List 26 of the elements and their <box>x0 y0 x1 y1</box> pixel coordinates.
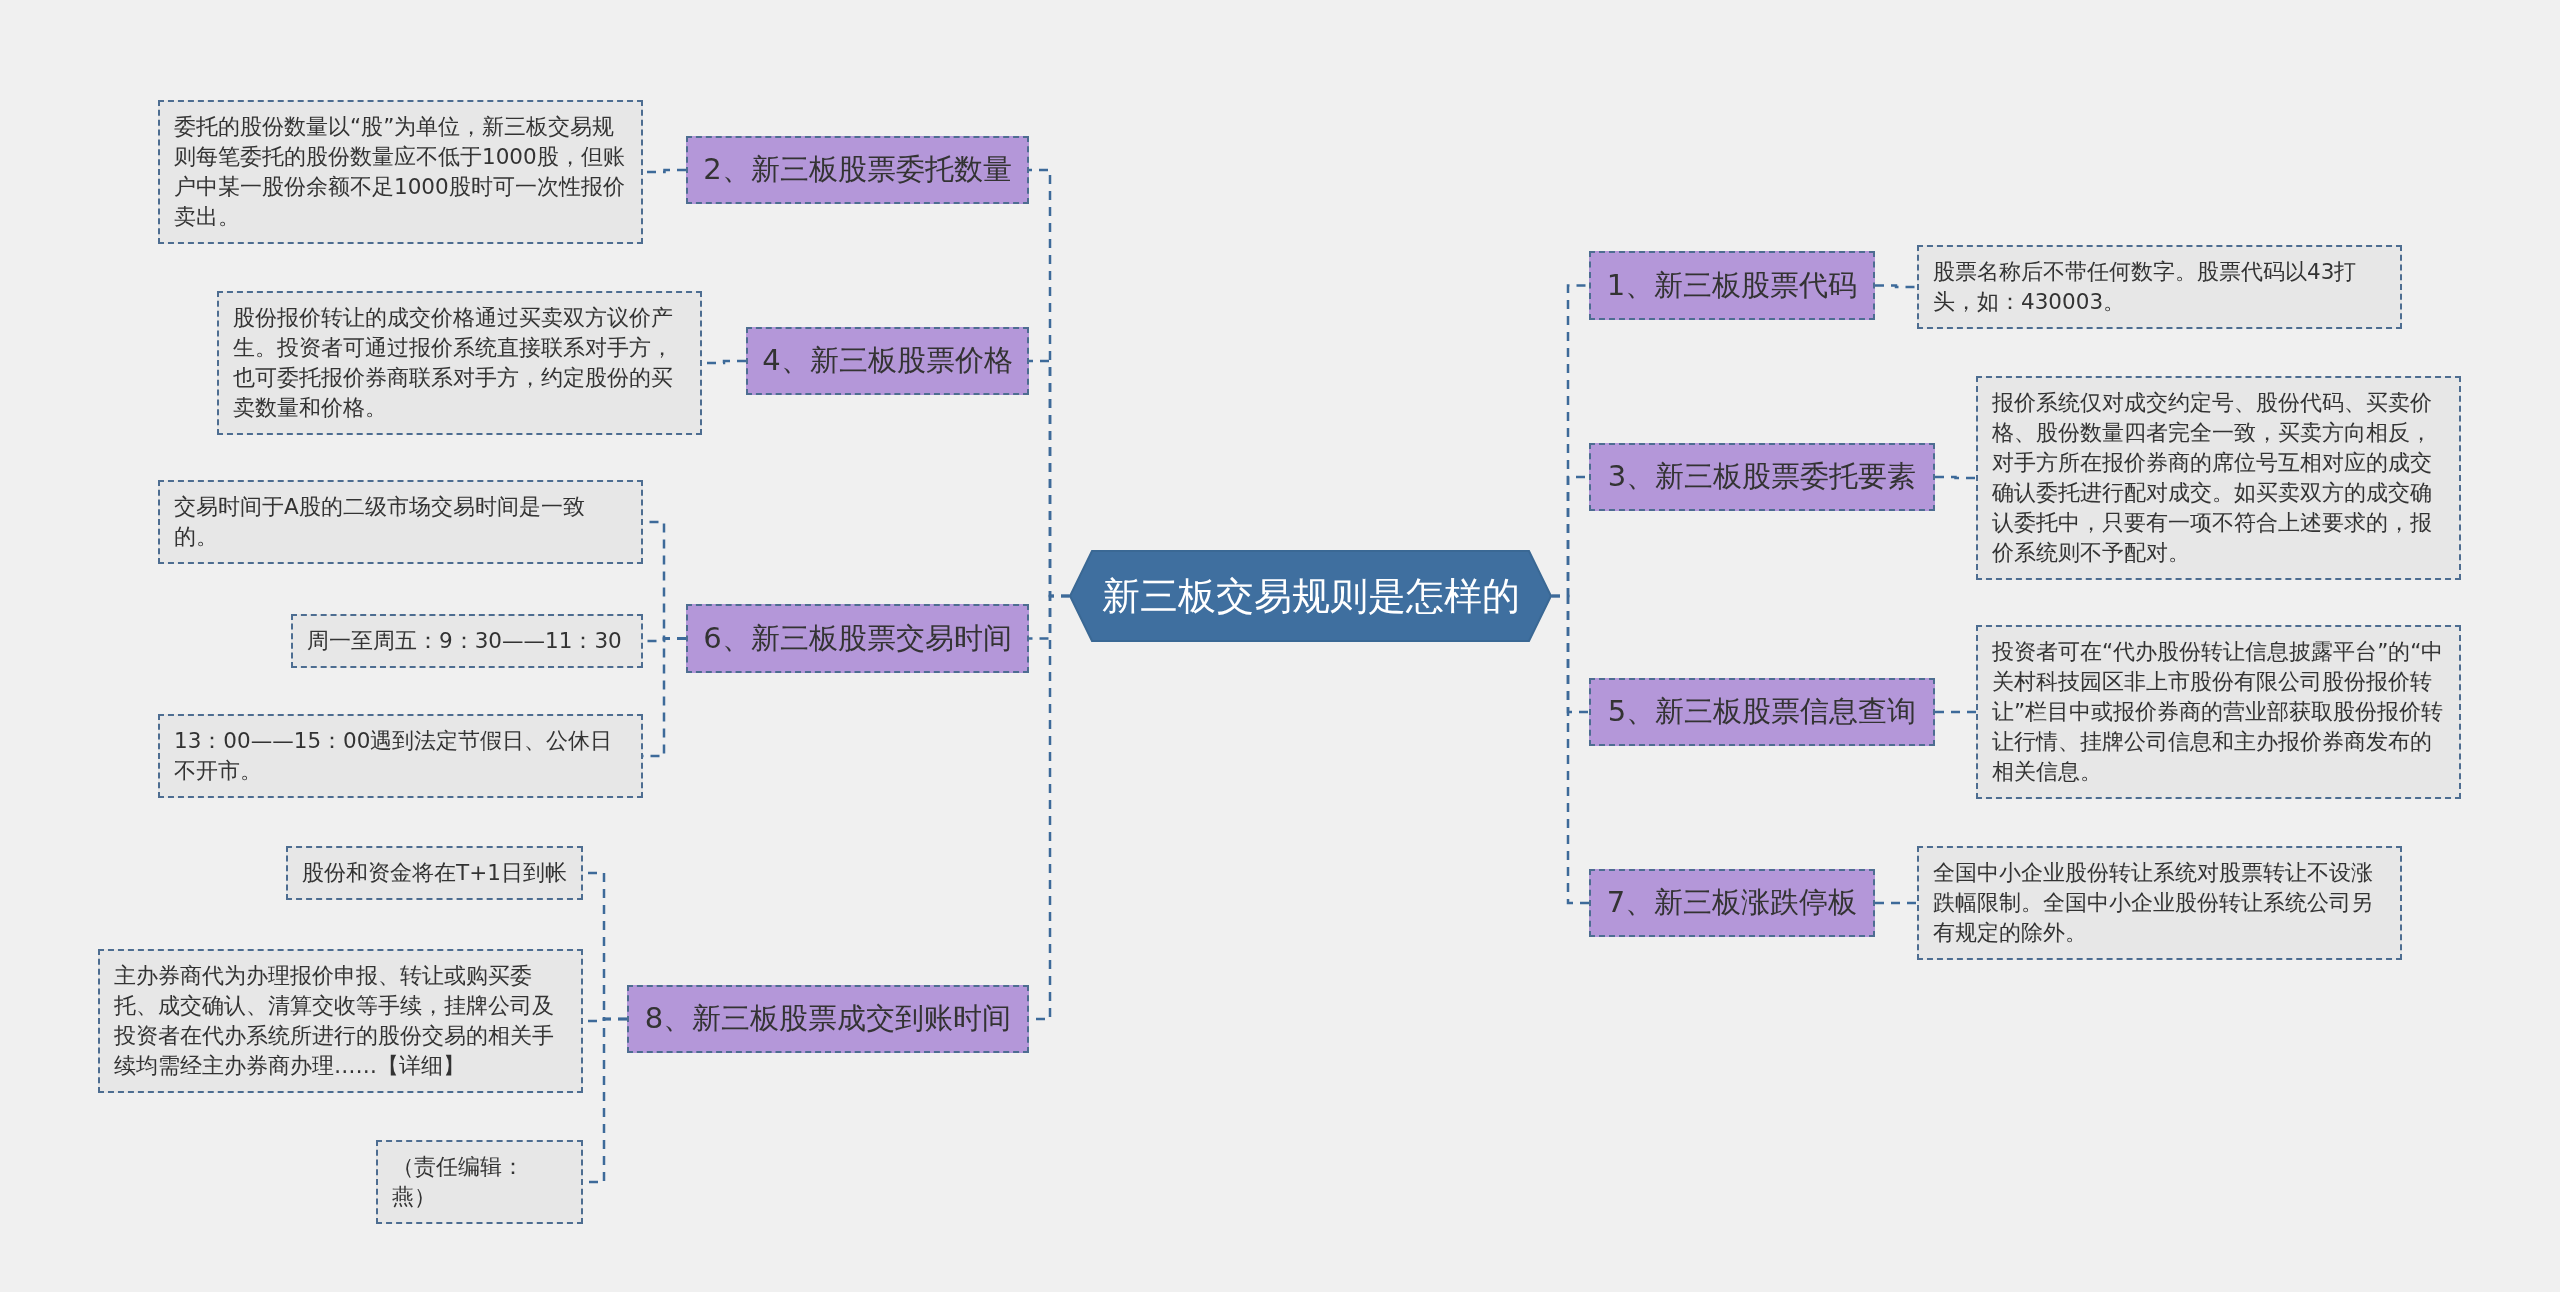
note-box: 报价系统仅对成交约定号、股份代码、买卖价格、股份数量四者完全一致，买卖方向相反，对手方所在报价券商的席位号互相对应的成交确认委托进行配对成交。如买卖双方的成交确认委托中，只要有一项不符合上述要求的，报价系统则不予配对。 <box>1976 376 2461 580</box>
note-box: 股份报价转让的成交价格通过买卖双方议价产生。投资者可通过报价系统直接联系对手方，也可委托报价券商联系对手方，约定股份的买卖数量和价格。 <box>217 291 702 435</box>
note-box: 全国中小企业股份转让系统对股票转让不设涨跌幅限制。全国中小企业股份转让系统公司另有规定的除外。 <box>1917 846 2402 960</box>
topic-box: 5、新三板股票信息查询 <box>1589 678 1935 746</box>
note-box: （责任编辑：燕） <box>376 1140 583 1224</box>
connector-line <box>1935 710 1976 714</box>
topic-box: 4、新三板股票价格 <box>746 327 1029 395</box>
connector-line <box>1935 475 1976 480</box>
note-box: 投资者可在“代办股份转让信息披露平台”的“中关村科技园区非上市股份有限公司股份报价转让”栏目中或报价券商的营业部获取股份报价转让行情、挂牌公司信息和主办报价券商发布的相关信息。 <box>1976 625 2461 799</box>
connector-line <box>1551 594 1589 905</box>
note-box: 主办券商代为办理报价申报、转让或购买委托、成交确认、清算交收等手续，挂牌公司及投资者在代办系统所进行的股份交易的相关手续均需经主办券商办理……【详细】 <box>98 949 583 1093</box>
topic-box: 3、新三板股票委托要素 <box>1589 443 1935 511</box>
topic-box: 2、新三板股票委托数量 <box>686 136 1029 204</box>
note-box: 交易时间于A股的二级市场交易时间是一致的。 <box>158 480 643 564</box>
note-box: 委托的股份数量以“股”为单位，新三板交易规则每笔委托的股份数量应不低于1000股，但账户中某一股份余额不足1000股时可一次性报价卖出。 <box>158 100 643 244</box>
topic-box: 1、新三板股票代码 <box>1589 251 1875 320</box>
topic-box: 8、新三板股票成交到账时间 <box>627 985 1029 1053</box>
connector-line <box>1875 901 1917 905</box>
central-topic-hexagon: 新三板交易规则是怎样的 <box>1070 550 1551 642</box>
note-box: 13：00——15：00遇到法定节假日、公休日不开市。 <box>158 714 643 798</box>
note-box: 股份和资金将在T+1日到帐 <box>286 846 583 900</box>
topic-box: 7、新三板涨跌停板 <box>1589 869 1875 937</box>
note-box: 周一至周五：9：30——11：30 <box>291 614 643 668</box>
topic-box: 6、新三板股票交易时间 <box>686 604 1029 673</box>
note-box: 股票名称后不带任何数字。股票代码以43打头，如：430003。 <box>1917 245 2402 329</box>
connector-line <box>1875 284 1917 289</box>
